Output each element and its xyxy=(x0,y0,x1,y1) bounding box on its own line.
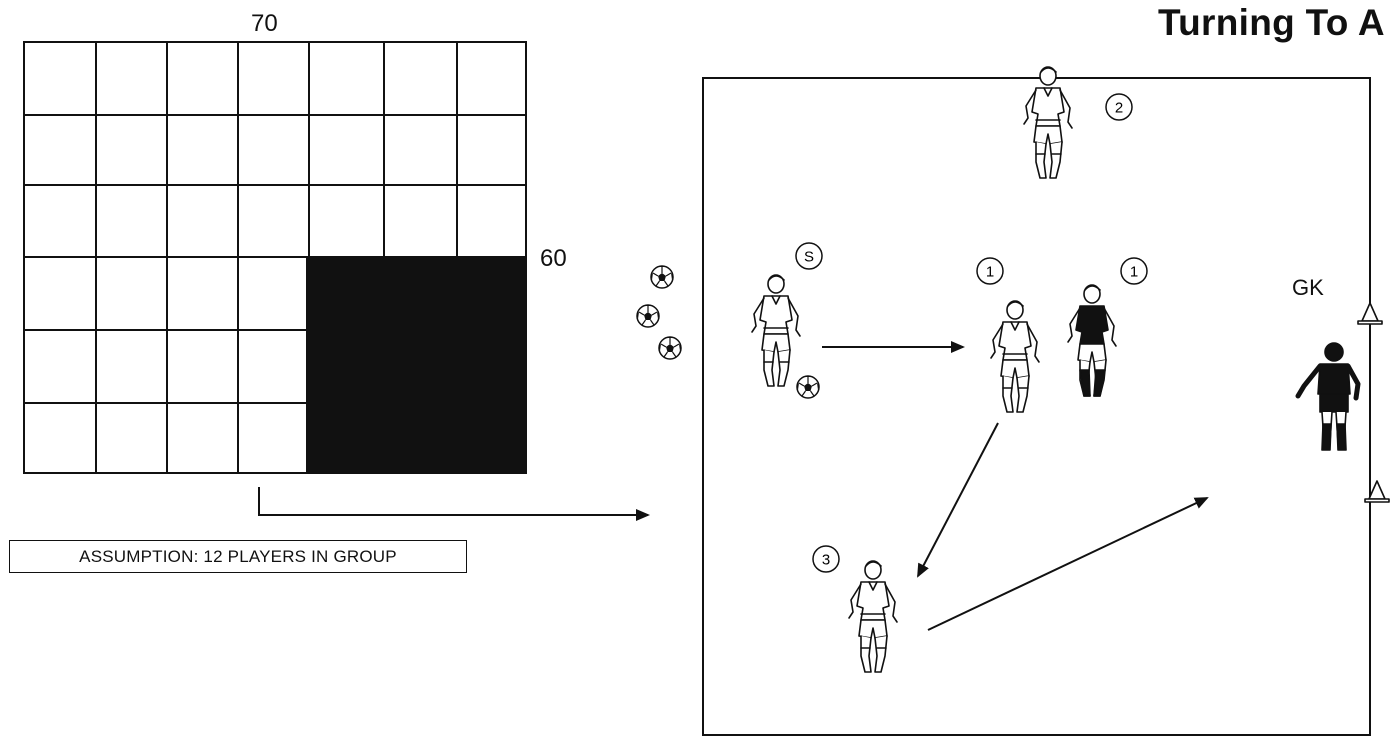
player-1-attacker-icon xyxy=(990,300,1040,413)
svg-text:1: 1 xyxy=(1130,264,1138,281)
player-2-icon xyxy=(1023,66,1073,179)
grid-width-label: 70 xyxy=(251,10,278,37)
svg-text:3: 3 xyxy=(822,552,830,569)
assumption-text: ASSUMPTION: 12 PLAYERS IN GROUP xyxy=(79,546,397,566)
svg-text:S: S xyxy=(804,249,814,266)
goalkeeper-icon xyxy=(1298,343,1358,450)
marker-3: 3 xyxy=(812,545,840,573)
layoff-arrow xyxy=(917,422,999,578)
soccer-ball-icon xyxy=(658,336,682,360)
soccer-ball-icon xyxy=(636,304,660,328)
shot-arrow xyxy=(927,497,1209,631)
server-player-icon xyxy=(751,274,801,387)
marker-1-defender: 1 xyxy=(1120,257,1148,285)
cone-icon xyxy=(1364,480,1390,503)
soccer-ball-icon xyxy=(796,375,820,399)
player-1-defender-icon xyxy=(1067,284,1117,397)
assumption-box: ASSUMPTION: 12 PLAYERS IN GROUP xyxy=(9,540,467,573)
marker-1-attacker: 1 xyxy=(976,257,1004,285)
soccer-ball-icon xyxy=(650,265,674,289)
practice-area xyxy=(702,77,1371,736)
svg-text:1: 1 xyxy=(986,264,994,281)
grid-shaded-area xyxy=(306,257,526,473)
marker-2: 2 xyxy=(1105,93,1133,121)
svg-text:2: 2 xyxy=(1115,100,1123,117)
marker-s: S xyxy=(795,242,823,270)
field-grid xyxy=(23,41,527,474)
diagram-title: Turning To A xyxy=(1158,2,1385,43)
zoom-connector-arrow xyxy=(258,487,650,521)
goalkeeper-label: GK xyxy=(1292,275,1324,300)
grid-height-label: 60 xyxy=(540,245,567,272)
player-3-icon xyxy=(848,560,898,673)
cone-icon xyxy=(1357,302,1383,325)
